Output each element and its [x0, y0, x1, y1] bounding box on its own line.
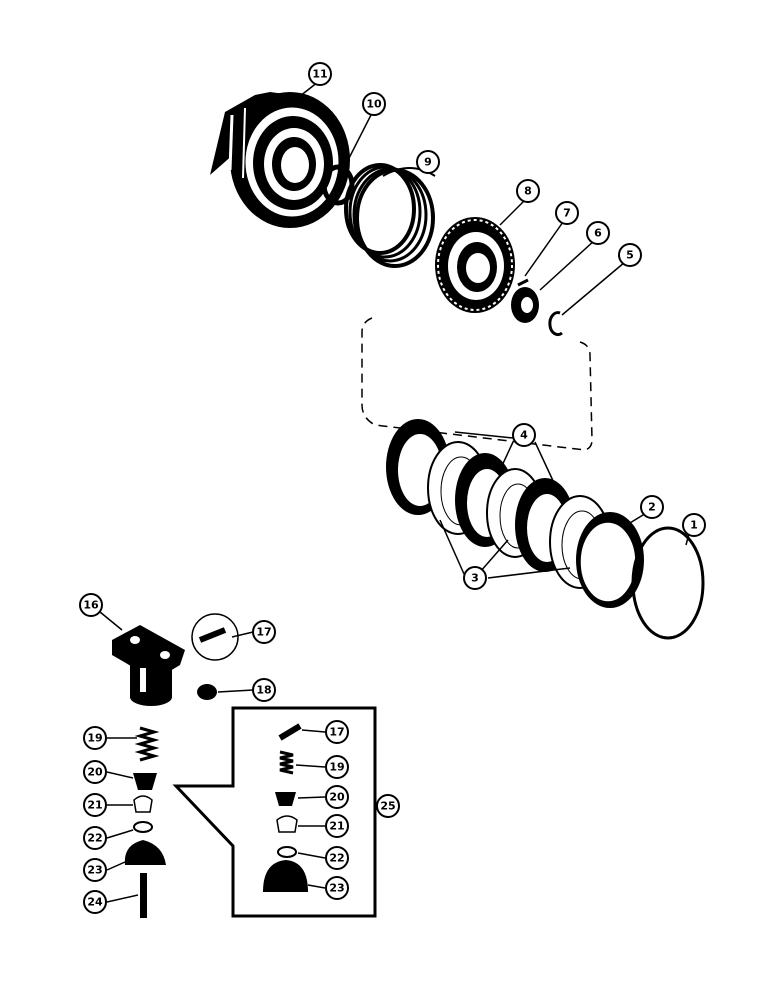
callout-22: 22 [83, 826, 107, 850]
callout-19: 19 [83, 726, 107, 750]
svg-text:17: 17 [256, 626, 271, 639]
svg-text:24: 24 [87, 896, 103, 909]
svg-text:3: 3 [471, 572, 479, 585]
svg-text:6: 6 [594, 227, 602, 240]
callout-6: 6 [586, 221, 610, 245]
plug-part-18 [197, 684, 217, 700]
callout-5: 5 [618, 243, 642, 267]
svg-text:22: 22 [329, 852, 344, 865]
svg-text:5: 5 [626, 249, 634, 262]
fitting-part-17 [191, 613, 239, 661]
callout-3: 3 [463, 566, 487, 590]
svg-text:19: 19 [329, 761, 344, 774]
pin-part-24 [140, 873, 147, 918]
svg-text:21: 21 [87, 799, 102, 812]
detail-callout-17: 17 [325, 720, 349, 744]
callout-23: 23 [83, 858, 107, 882]
cap-part-23 [124, 840, 166, 865]
spring-part-19 [134, 726, 160, 762]
callout-17: 17 [252, 620, 276, 644]
svg-text:23: 23 [329, 882, 344, 895]
detail-callout-23: 23 [325, 876, 349, 900]
callout-8: 8 [516, 179, 540, 203]
svg-text:9: 9 [424, 156, 432, 169]
svg-text:11: 11 [312, 68, 327, 81]
detail-callout-19: 19 [325, 755, 349, 779]
piston-gear-part-8 [435, 217, 515, 313]
svg-text:20: 20 [329, 791, 345, 804]
callout-24: 24 [83, 890, 107, 914]
callout-9: 9 [416, 150, 440, 174]
callout-25: 25 [376, 794, 400, 818]
detail-callout-21: 21 [325, 814, 349, 838]
callout-4: 4 [512, 423, 536, 447]
plug-part-21 [133, 795, 153, 813]
piston-seal-set-part-9 [344, 163, 436, 268]
callout-2: 2 [640, 495, 664, 519]
valve-body-part-16 [112, 625, 185, 706]
callout-18: 18 [252, 678, 276, 702]
callout-21: 21 [83, 793, 107, 817]
clutch-drum-part-11 [210, 92, 350, 228]
callout-1: 1 [682, 513, 706, 537]
svg-text:16: 16 [83, 599, 99, 612]
detail-box-part-25 [172, 706, 377, 918]
svg-text:10: 10 [366, 98, 382, 111]
pin-part-7 [517, 278, 529, 287]
clutch-disc-stack-parts-2-3-4 [386, 419, 644, 608]
washer-part-6 [511, 287, 539, 323]
callout-16: 16 [79, 593, 103, 617]
phantom-outline [361, 317, 593, 451]
svg-text:20: 20 [87, 766, 103, 779]
detail-callout-22: 22 [325, 846, 349, 870]
snap-ring-part-1 [631, 526, 705, 640]
svg-text:21: 21 [329, 820, 344, 833]
svg-text:2: 2 [648, 501, 656, 514]
svg-text:18: 18 [256, 684, 271, 697]
detail-callout-20: 20 [325, 785, 349, 809]
callout-11: 11 [308, 62, 332, 86]
callout-10: 10 [362, 92, 386, 116]
svg-text:23: 23 [87, 864, 102, 877]
svg-text:7: 7 [563, 207, 571, 220]
svg-text:17: 17 [329, 726, 344, 739]
callout-20: 20 [83, 760, 107, 784]
svg-text:4: 4 [520, 429, 528, 442]
leader-lines [99, 81, 691, 903]
cup-part-20 [133, 773, 157, 790]
svg-text:19: 19 [87, 732, 102, 745]
snap-ring-part-5 [548, 311, 563, 337]
callout-7: 7 [555, 201, 579, 225]
svg-text:1: 1 [690, 519, 698, 532]
valve-stack-parts-19-24 [124, 726, 166, 918]
ring-part-22 [133, 821, 153, 833]
svg-text:25: 25 [380, 800, 395, 813]
svg-text:22: 22 [87, 832, 102, 845]
svg-text:8: 8 [524, 185, 532, 198]
